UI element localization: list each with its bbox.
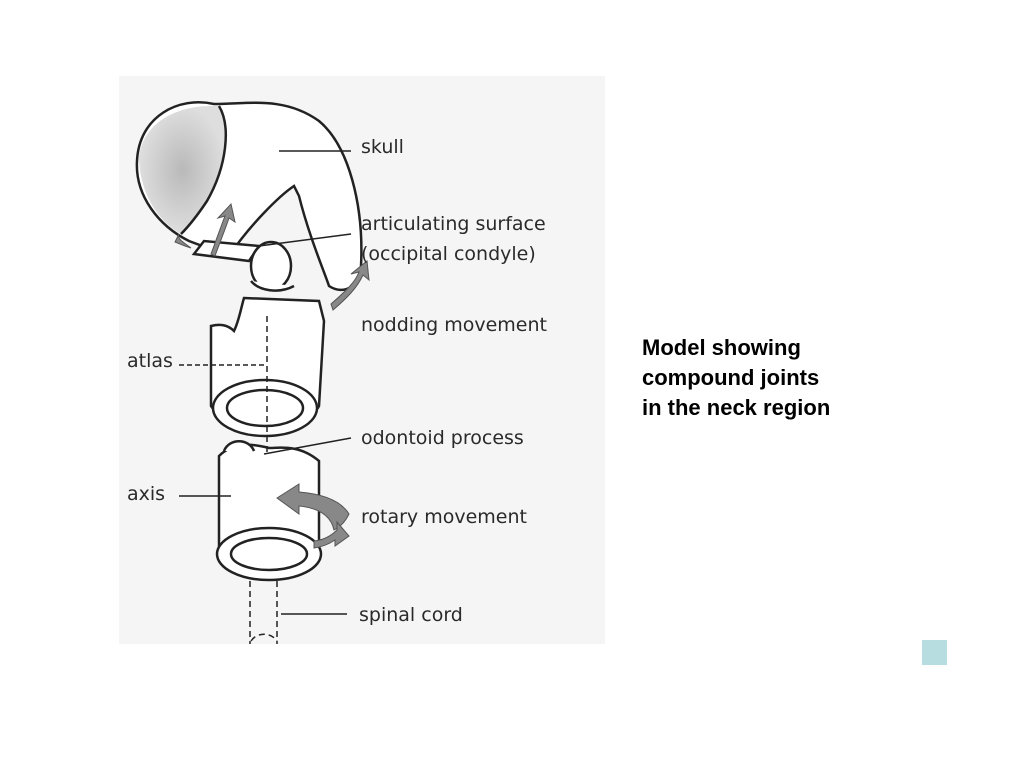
- neck-joint-diagram: skull articulating surface (occipital co…: [119, 76, 605, 644]
- odontoid-process-label: odontoid process: [361, 427, 524, 449]
- articulating-surface-label: articulating surface: [361, 213, 546, 235]
- axis-shape: [215, 440, 323, 582]
- axis-label: axis: [127, 483, 166, 505]
- slide-caption: Model showing compound joints in the nec…: [642, 333, 830, 423]
- caption-line-2: compound joints: [642, 365, 820, 390]
- dashed-guides: [249, 316, 278, 644]
- nodding-movement-label: nodding movement: [361, 314, 547, 336]
- slide-nav-square[interactable]: [922, 640, 947, 665]
- caption-line-1: Model showing: [642, 335, 801, 360]
- occipital-condyle-label: (occipital condyle): [361, 243, 536, 265]
- skull-shape: [135, 101, 363, 292]
- skull-label: skull: [361, 136, 404, 158]
- occipital-condyle-shape: [191, 239, 295, 292]
- caption-line-3: in the neck region: [642, 395, 831, 420]
- spinal-cord-label: spinal cord: [359, 604, 463, 626]
- rotary-movement-label: rotary movement: [361, 506, 527, 528]
- leader-lines: [179, 150, 352, 615]
- diagram-drawing: [135, 101, 370, 644]
- rotary-arrows: [276, 483, 350, 549]
- atlas-label: atlas: [127, 350, 173, 372]
- nodding-arrows: [174, 202, 370, 311]
